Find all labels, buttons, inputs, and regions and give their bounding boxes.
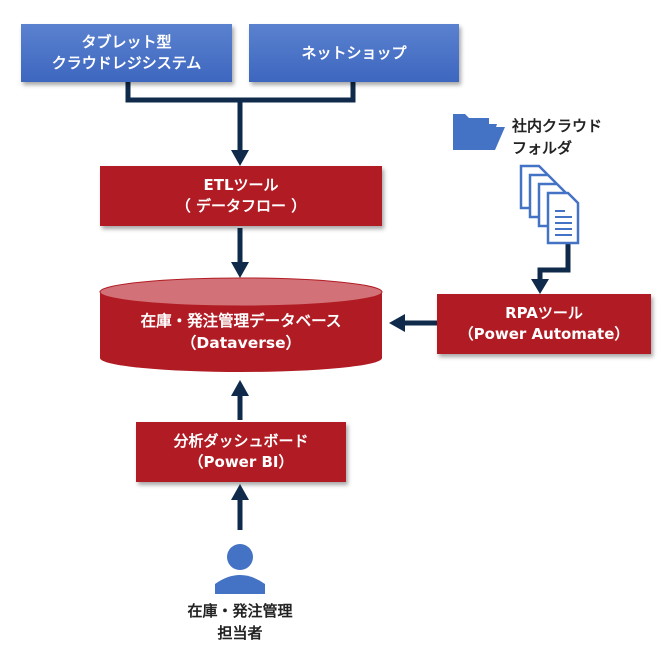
etl-line1: ETLツール [203,176,279,194]
rpa-line2: （Power Automate） [458,325,630,343]
rpa-line1: RPAツール [505,304,583,322]
arrowhead-dashboard [231,484,249,500]
pos-system-line1: タブレット型 [81,33,172,51]
cloud-folder-line1: 社内クラウド [512,117,603,135]
arrowhead-db-bottom [231,380,249,396]
arrowhead-rpa [531,279,549,294]
etl-line2: （ データフロー ） [175,197,307,215]
node-dashboard: 分析ダッシュボード （Power BI） [136,422,346,482]
node-rpa-tool: RPAツール （Power Automate） [437,294,651,354]
documents-icon [519,164,580,245]
node-net-shop: ネットショップ [249,24,459,82]
database-line2: （Dataverse） [180,334,302,352]
cloud-folder-line2: フォルダ [512,139,573,157]
database-cylinder [99,277,383,372]
arrowhead-etl [231,150,249,166]
connector-pos-to-etl [125,80,243,150]
arrowhead-db-right [389,314,405,332]
node-database: 在庫・発注管理データベース （Dataverse） [100,310,382,354]
dashboard-line1: 分析ダッシュボード [173,432,309,450]
person-line2: 担当者 [217,624,263,642]
person-line1: 在庫・発注管理 [187,602,293,620]
pos-system-line2: クラウドレジシステム [51,54,202,72]
connector-shop-to-etl [240,80,356,103]
person-icon [215,544,265,594]
dashboard-line2: （Power BI） [188,453,294,471]
cloud-folder-label: 社内クラウド フォルダ [512,115,602,159]
database-line1: 在庫・発注管理データベース [140,312,342,330]
net-shop-line1: ネットショップ [301,43,407,62]
arrowhead-db-top [231,262,249,278]
node-pos-system: タブレット型 クラウドレジシステム [21,24,232,82]
node-etl-tool: ETLツール （ データフロー ） [100,166,382,226]
folder-icon [453,114,505,150]
person-label: 在庫・発注管理 担当者 [160,600,320,644]
connector-files-to-rpa [537,244,571,280]
